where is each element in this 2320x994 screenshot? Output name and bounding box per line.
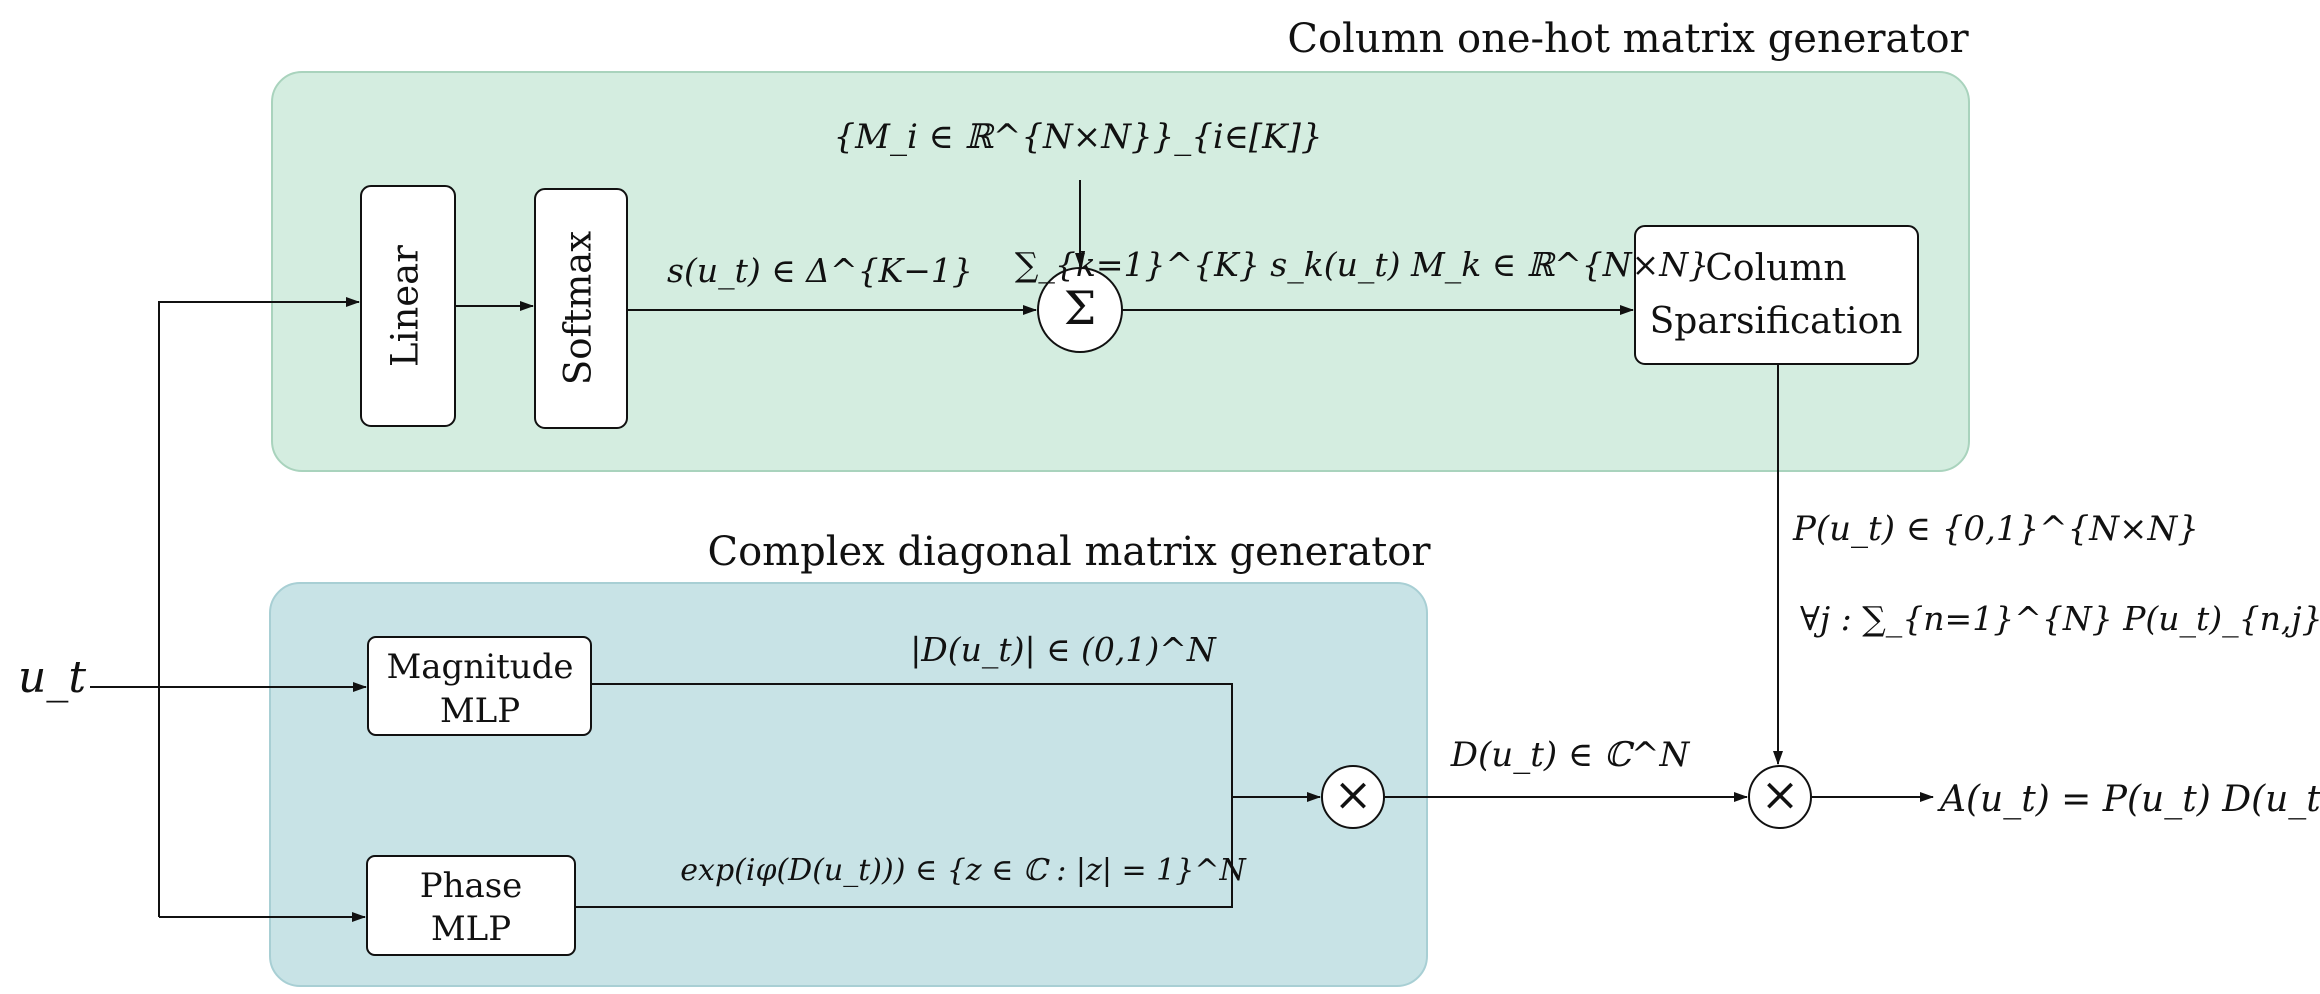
column-sparsification-label-line2: Sparsification — [1650, 301, 1903, 342]
weighted-sum-label: ∑_{k=1}^{K} s_k(u_t) M_k ∈ ℝ^{N×N} — [1015, 245, 1709, 285]
magnitude-mlp-block — [367, 636, 592, 736]
permutation-label: P(u_t) ∈ {0,1}^{N×N} — [1792, 509, 2199, 549]
output-label: A(u_t) = P(u_t) D(u_t) — [1937, 779, 2320, 820]
linear-block-label: Linear — [384, 245, 427, 367]
product-symbol-1: × — [1334, 767, 1373, 821]
phase-mlp-block — [366, 855, 576, 956]
dictionary-label: {M_i ∈ ℝ^{N×N}}_{i∈[K]} — [834, 117, 1323, 157]
product-symbol-2: × — [1761, 767, 1800, 821]
softmax-output-label: s(u_t) ∈ Δ^{K−1} — [667, 251, 973, 291]
magnitude-output-line — [591, 683, 1233, 797]
column-onehot-generator-region — [271, 71, 1970, 472]
bottom-group-title: Complex diagonal matrix generator — [707, 529, 1431, 575]
diagonal-label: D(u_t) ∈ ℂ^N — [1450, 735, 1691, 775]
phase-mlp-label-line2: MLP — [431, 909, 511, 949]
top-group-title: Column one-hot matrix generator — [1287, 16, 1969, 62]
branch-to-linear — [158, 297, 360, 917]
magnitude-mlp-label-line1: Magnitude — [386, 647, 573, 687]
sum-symbol: Σ — [1064, 281, 1097, 335]
magnitude-mlp-label-line2: MLP — [440, 691, 520, 731]
column-constraint-label: ∀j : ∑_{n=1}^{N} P(u_t)_{n,j} = 1 — [1800, 599, 2320, 639]
phase-mlp-label-line1: Phase — [420, 866, 523, 906]
input-label: u_t — [18, 652, 86, 703]
connections — [90, 180, 1934, 922]
softmax-block-label: Softmax — [557, 231, 600, 385]
magnitude-output-label: |D(u_t)| ∈ (0,1)^N — [910, 630, 1217, 670]
column-sparsification-label-line1: Column — [1705, 248, 1846, 289]
column-sparsification-block — [1634, 225, 1919, 365]
phase-output-line — [575, 797, 1233, 908]
phase-output-label: exp(iφ(D(u_t))) ∈ {z ∈ ℂ : |z| = 1}^N — [680, 853, 1247, 888]
softmax-block — [534, 188, 628, 429]
